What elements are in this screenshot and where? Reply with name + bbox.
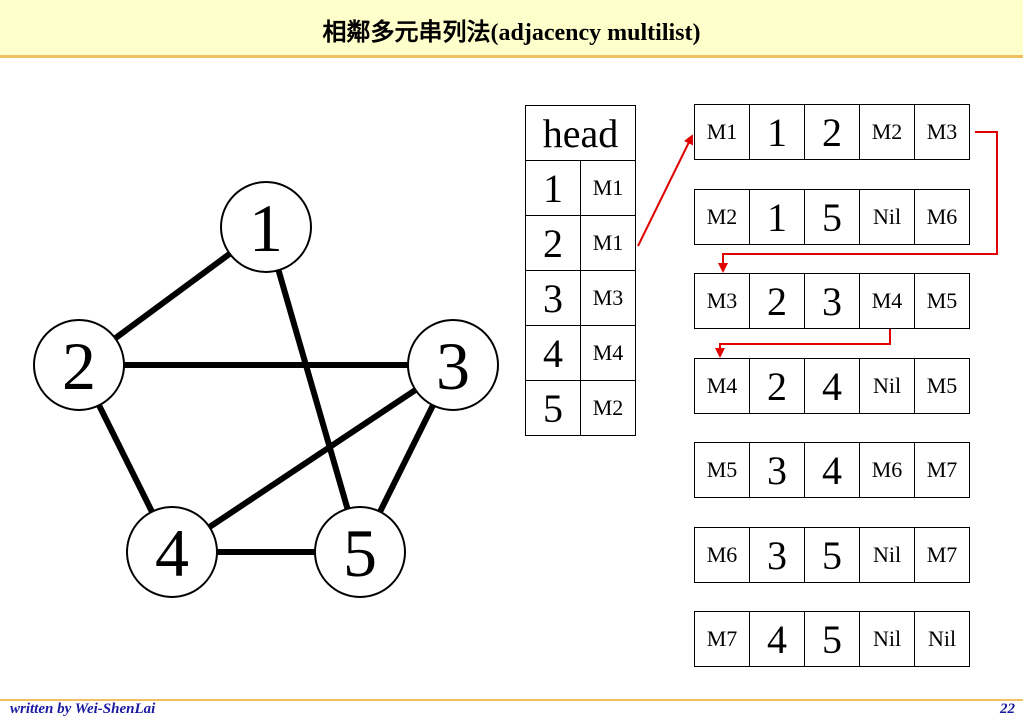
node-link-1: Nil [859, 527, 915, 583]
node-name: M7 [694, 611, 750, 667]
graph-vertex-label: 4 [155, 515, 189, 591]
multilist-node-m7: M7 4 5 Nil Nil [694, 611, 970, 667]
head-pointer: M1 [580, 215, 636, 271]
node-vertex-2: 4 [804, 358, 860, 414]
head-row: 5 M2 [525, 380, 636, 436]
node-link-2: M6 [914, 189, 970, 245]
multilist-node-m2: M2 1 5 Nil M6 [694, 189, 970, 245]
footer-rule [0, 699, 1023, 701]
head-index: 3 [525, 270, 581, 326]
node-link-1: M4 [859, 273, 915, 329]
node-name: M2 [694, 189, 750, 245]
node-link-2: Nil [914, 611, 970, 667]
head-pointer: M2 [580, 380, 636, 436]
node-link-2: M7 [914, 527, 970, 583]
graph-edge-1-5 [263, 226, 363, 553]
node-vertex-1: 3 [749, 527, 805, 583]
graph-vertex-label: 5 [343, 515, 377, 591]
node-name: M5 [694, 442, 750, 498]
node-link-1: M2 [859, 104, 915, 160]
node-vertex-1: 1 [749, 104, 805, 160]
graph-edge-3-4 [170, 362, 455, 555]
arrow-m3-to-m4 [715, 329, 891, 358]
node-name: M6 [694, 527, 750, 583]
node-link-2: M3 [914, 104, 970, 160]
node-vertex-1: 1 [749, 189, 805, 245]
head-row: 2 M1 [525, 215, 636, 271]
node-link-1: Nil [859, 189, 915, 245]
node-vertex-1: 3 [749, 442, 805, 498]
node-link-1: Nil [859, 358, 915, 414]
footer-author: written by Wei-ShenLai [10, 701, 156, 717]
node-link-2: M7 [914, 442, 970, 498]
node-vertex-2: 5 [804, 189, 860, 245]
arrow-m1-to-m3 [718, 131, 998, 273]
head-table: head 1 M1 2 M1 3 M3 4 M4 5 M2 [525, 105, 636, 436]
slide-title: 相鄰多元串列法(adjacency multilist) [322, 20, 701, 46]
node-vertex-2: 5 [804, 527, 860, 583]
head-index: 4 [525, 325, 581, 381]
graph-vertex-label: 1 [249, 190, 283, 266]
head-index: 2 [525, 215, 581, 271]
pointer-arrows [637, 131, 998, 358]
node-vertex-2: 5 [804, 611, 860, 667]
node-name: M3 [694, 273, 750, 329]
multilist-node-m4: M4 2 4 Nil M5 [694, 358, 970, 414]
graph-vertex-3 [407, 319, 499, 411]
node-vertex-1: 2 [749, 273, 805, 329]
graph-vertex-label: 3 [436, 328, 470, 404]
node-vertex-1: 2 [749, 358, 805, 414]
node-link-2: M5 [914, 273, 970, 329]
head-index: 5 [525, 380, 581, 436]
graph-vertex-label: 2 [62, 328, 96, 404]
title-bar: 相鄰多元串列法(adjacency multilist) [0, 0, 1023, 58]
node-link-1: M6 [859, 442, 915, 498]
multilist-node-m3: M3 2 3 M4 M5 [694, 273, 970, 329]
arrow-head2-to-m1 [637, 134, 693, 247]
multilist-node-m1: M1 1 2 M2 M3 [694, 104, 970, 160]
node-name: M1 [694, 104, 750, 160]
head-table-header: head [525, 105, 636, 161]
node-vertex-2: 3 [804, 273, 860, 329]
head-pointer: M4 [580, 325, 636, 381]
graph-vertex-2 [33, 319, 125, 411]
page-number: 22 [1000, 701, 1015, 717]
head-pointer: M3 [580, 270, 636, 326]
node-vertex-1: 4 [749, 611, 805, 667]
graph-vertex-5 [314, 506, 406, 598]
node-vertex-2: 2 [804, 104, 860, 160]
head-row: 1 M1 [525, 160, 636, 216]
head-pointer: M1 [580, 160, 636, 216]
head-row: 4 M4 [525, 325, 636, 381]
node-name: M4 [694, 358, 750, 414]
node-link-1: Nil [859, 611, 915, 667]
graph-edges [76, 224, 456, 555]
head-index: 1 [525, 160, 581, 216]
graph-vertex-1 [220, 181, 312, 273]
multilist-node-m5: M5 3 4 M6 M7 [694, 442, 970, 498]
graph-vertices: 1 2 3 4 5 [33, 181, 499, 598]
graph-vertex-4 [126, 506, 218, 598]
node-link-2: M5 [914, 358, 970, 414]
head-row: 3 M3 [525, 270, 636, 326]
multilist-node-m6: M6 3 5 Nil M7 [694, 527, 970, 583]
node-vertex-2: 4 [804, 442, 860, 498]
